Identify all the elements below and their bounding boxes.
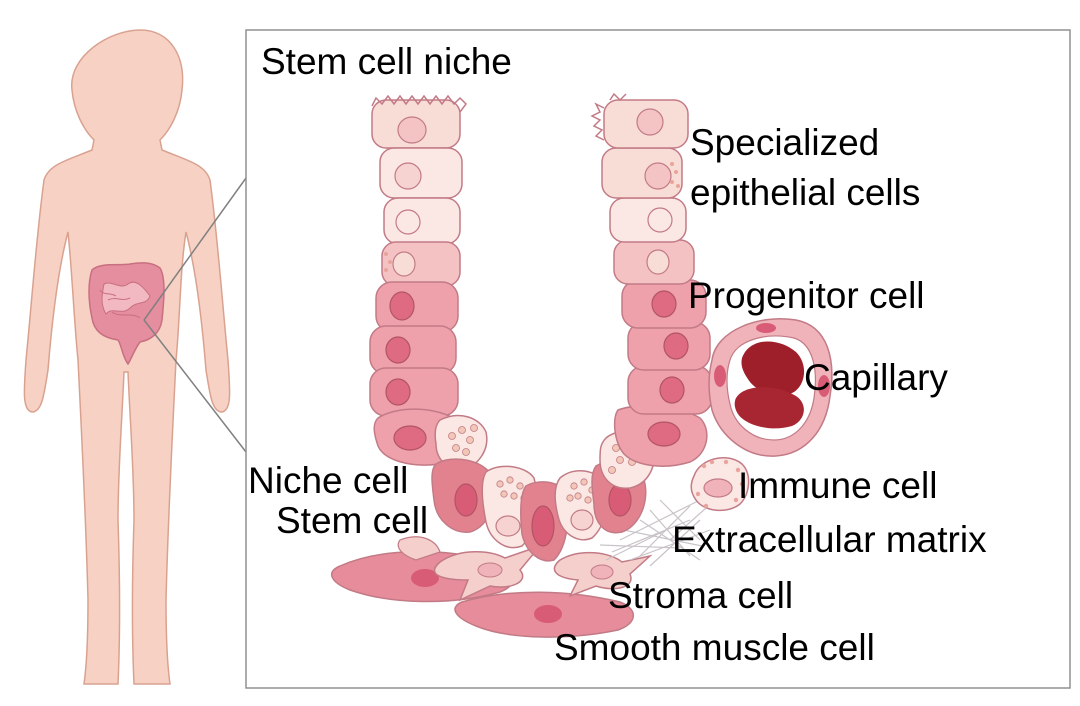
immune-cell: [690, 457, 750, 512]
label-niche-cell: Niche cell: [248, 460, 408, 501]
colon-illustration: [88, 262, 165, 366]
diagram-title: Stem cell niche: [261, 41, 512, 82]
stroma-cells: [397, 536, 653, 602]
label-immune-cell: Immune cell: [738, 465, 937, 506]
epithelial-crypt: [369, 92, 713, 562]
label-specialized-line1: Specialized: [690, 122, 879, 163]
label-extracellular-matrix: Extracellular matrix: [672, 519, 987, 560]
label-capillary: Capillary: [804, 357, 948, 398]
human-body-silhouette: [23, 29, 231, 685]
zoom-line-lower: [143, 319, 247, 453]
label-specialized-line2: epithelial cells: [690, 172, 920, 213]
labels: Stem cell niche Specialized epithelial c…: [248, 41, 987, 668]
capillary: [708, 318, 833, 457]
extracellular-matrix-fibres: [599, 499, 711, 567]
label-progenitor-cell: Progenitor cell: [688, 275, 925, 316]
label-stem-cell: Stem cell: [276, 500, 428, 541]
label-stroma-cell: Stroma cell: [608, 575, 793, 616]
label-smooth-muscle-cell: Smooth muscle cell: [554, 627, 875, 668]
zoom-line-upper: [143, 177, 247, 321]
